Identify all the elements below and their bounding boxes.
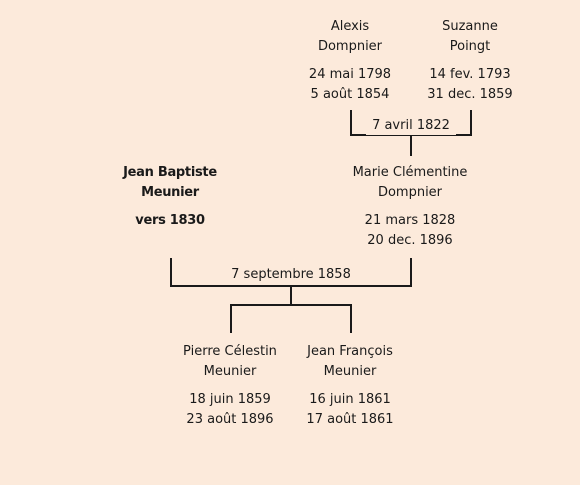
death-date: 20 dec. 1896 xyxy=(367,233,453,248)
death-date: 5 août 1854 xyxy=(310,87,390,102)
first-name: Jean Baptiste xyxy=(123,165,217,180)
death-date: 31 dec. 1859 xyxy=(427,87,513,102)
birth-date: 16 juin 1861 xyxy=(309,392,391,407)
person-pierre-celestin-meunier: Pierre Célestin Meunier 18 juin 1859 23 … xyxy=(160,342,300,430)
last-name: Poingt xyxy=(449,39,491,54)
first-name: Suzanne xyxy=(442,19,498,34)
person-jean-francois-meunier: Jean François Meunier 16 juin 1861 17 ao… xyxy=(280,342,420,430)
first-name: Marie Clémentine xyxy=(352,165,468,180)
birth-date: 21 mars 1828 xyxy=(364,213,456,228)
person-jean-baptiste-meunier: Jean Baptiste Meunier vers 1830 xyxy=(100,163,240,231)
last-name: Dompnier xyxy=(317,39,383,54)
marriage-date-alexis-suzanne: 7 avril 1822 xyxy=(366,117,456,135)
person-alexis-dompnier: Alexis Dompnier 24 mai 1798 5 août 1854 xyxy=(280,17,420,105)
last-name: Meunier xyxy=(141,185,199,200)
person-suzanne-poingt: Suzanne Poingt 14 fev. 1793 31 dec. 1859 xyxy=(400,17,540,105)
birth-date: vers 1830 xyxy=(135,213,205,228)
birth-date: 24 mai 1798 xyxy=(308,67,392,82)
death-date: 17 août 1861 xyxy=(306,412,394,427)
last-name: Meunier xyxy=(203,364,257,379)
first-name: Pierre Célestin xyxy=(183,344,277,359)
death-date: 23 août 1896 xyxy=(186,412,274,427)
birth-date: 14 fev. 1793 xyxy=(429,67,511,82)
last-name: Dompnier xyxy=(377,185,443,200)
person-marie-clementine-dompnier: Marie Clémentine Dompnier 21 mars 1828 2… xyxy=(340,163,480,251)
first-name: Alexis xyxy=(330,19,370,34)
marriage-date-jean-baptiste-marie: 7 septembre 1858 xyxy=(226,266,356,284)
sibling-bracket xyxy=(230,304,352,333)
first-name: Jean François xyxy=(307,344,393,359)
birth-date: 18 juin 1859 xyxy=(189,392,271,407)
last-name: Meunier xyxy=(323,364,377,379)
